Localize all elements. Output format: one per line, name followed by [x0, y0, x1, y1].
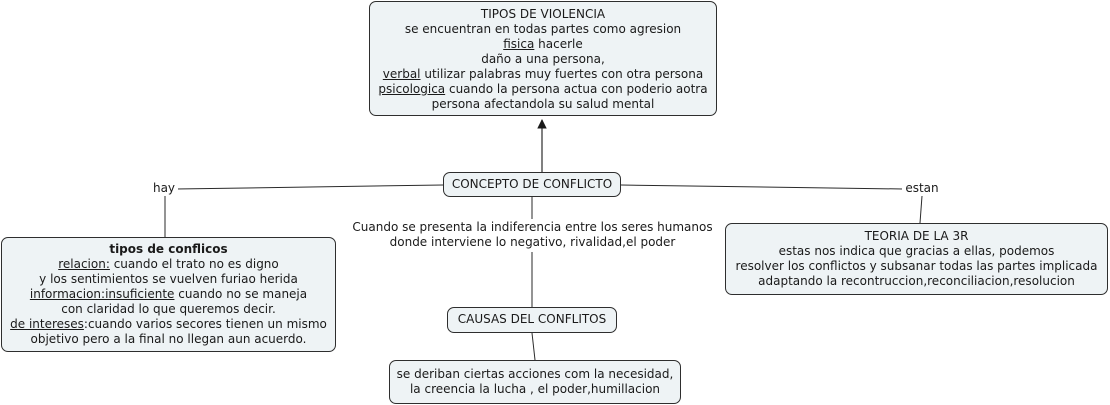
- link-concept-to-hay: [175, 184, 444, 190]
- fisica-term: fisica: [503, 37, 535, 51]
- node-violence-types[interactable]: TIPOS DE VIOLENCIA se encuentran en toda…: [369, 1, 717, 116]
- link-concept-to-estan: [620, 184, 904, 190]
- node-causes[interactable]: CAUSAS DEL CONFLITOS: [447, 307, 617, 333]
- node-3r-theory[interactable]: TEORIA DE LA 3R estas nos indica que gra…: [725, 223, 1108, 295]
- types-title: tipos de conflicos: [109, 242, 228, 256]
- link-causes-to-effects: [531, 332, 536, 361]
- intereses-term: de intereses: [10, 317, 84, 331]
- types-line2: y los sentimientos se vuelven furiao her…: [39, 272, 298, 286]
- theory-line1: estas nos indica que gracias a ellas, po…: [778, 244, 1055, 258]
- verbal-term: verbal: [382, 67, 421, 81]
- violence-line3: daño a una persona,: [481, 52, 605, 66]
- link-label-hay: hay: [150, 181, 178, 196]
- link-label-cause-description: Cuando se presenta la indiferencia entre…: [345, 220, 720, 250]
- cause-description-line1: Cuando se presenta la indiferencia entre…: [352, 220, 713, 234]
- theory-line3: adaptando la recontruccion,reconciliacio…: [758, 274, 1075, 288]
- informacion-term: informacion:insuficiente: [29, 287, 175, 301]
- effects-line2: la creencia la lucha , el poder,humillac…: [409, 382, 661, 396]
- types-line6: objetivo pero a la final no llegan aun a…: [30, 332, 307, 346]
- node-effects[interactable]: se deriban ciertas acciones com la neces…: [389, 360, 681, 404]
- relacion-term: relacion:: [58, 257, 110, 271]
- intereses-rest: :cuando varios secores tienen un mismo: [83, 317, 327, 331]
- violence-verbal: verbal utilizar palabras muy fuertes con…: [374, 67, 712, 82]
- informacion-rest: cuando no se maneja: [174, 287, 308, 301]
- node-concept[interactable]: CONCEPTO DE CONFLICTO: [443, 172, 621, 197]
- violence-title: TIPOS DE VIOLENCIA: [480, 7, 606, 21]
- effects-line1: se deriban ciertas acciones com la neces…: [396, 367, 674, 381]
- psicologica-rest: cuando la persona actua con poderio aotr…: [445, 82, 708, 96]
- link-label-estan: estan: [902, 181, 942, 196]
- node-conflict-types[interactable]: tipos de conflicos relacion: cuando el t…: [1, 237, 336, 352]
- types-intereses: de intereses:cuando varios secores tiene…: [6, 317, 331, 332]
- fisica-rest: hacerle: [534, 37, 583, 51]
- types-relacion: relacion: cuando el trato no es digno: [6, 257, 331, 272]
- violence-fisica: fisica hacerle: [374, 37, 712, 52]
- causes-label: CAUSAS DEL CONFLITOS: [457, 312, 607, 326]
- types-line4: con claridad lo que queremos decir.: [61, 302, 276, 316]
- theory-title: TEORIA DE LA 3R: [864, 229, 969, 243]
- theory-line2: resolver los conflictos y subsanar todas…: [735, 259, 1098, 273]
- concept-label: CONCEPTO DE CONFLICTO: [451, 177, 613, 191]
- link-estan-to-theory: [919, 195, 923, 224]
- violence-line6: persona afectandola su salud mental: [431, 97, 655, 111]
- types-informacion: informacion:insuficiente cuando no se ma…: [6, 287, 331, 302]
- violence-psicologica: psicologica cuando la persona actua con …: [374, 82, 712, 97]
- verbal-rest: utilizar palabras muy fuertes con otra p…: [420, 67, 704, 81]
- cause-description-line2: donde interviene lo negativo, rivalidad,…: [389, 235, 676, 249]
- relacion-rest: cuando el trato no es digno: [109, 257, 279, 271]
- violence-line1: se encuentran en todas partes como agres…: [404, 22, 682, 36]
- psicologica-term: psicologica: [378, 82, 446, 96]
